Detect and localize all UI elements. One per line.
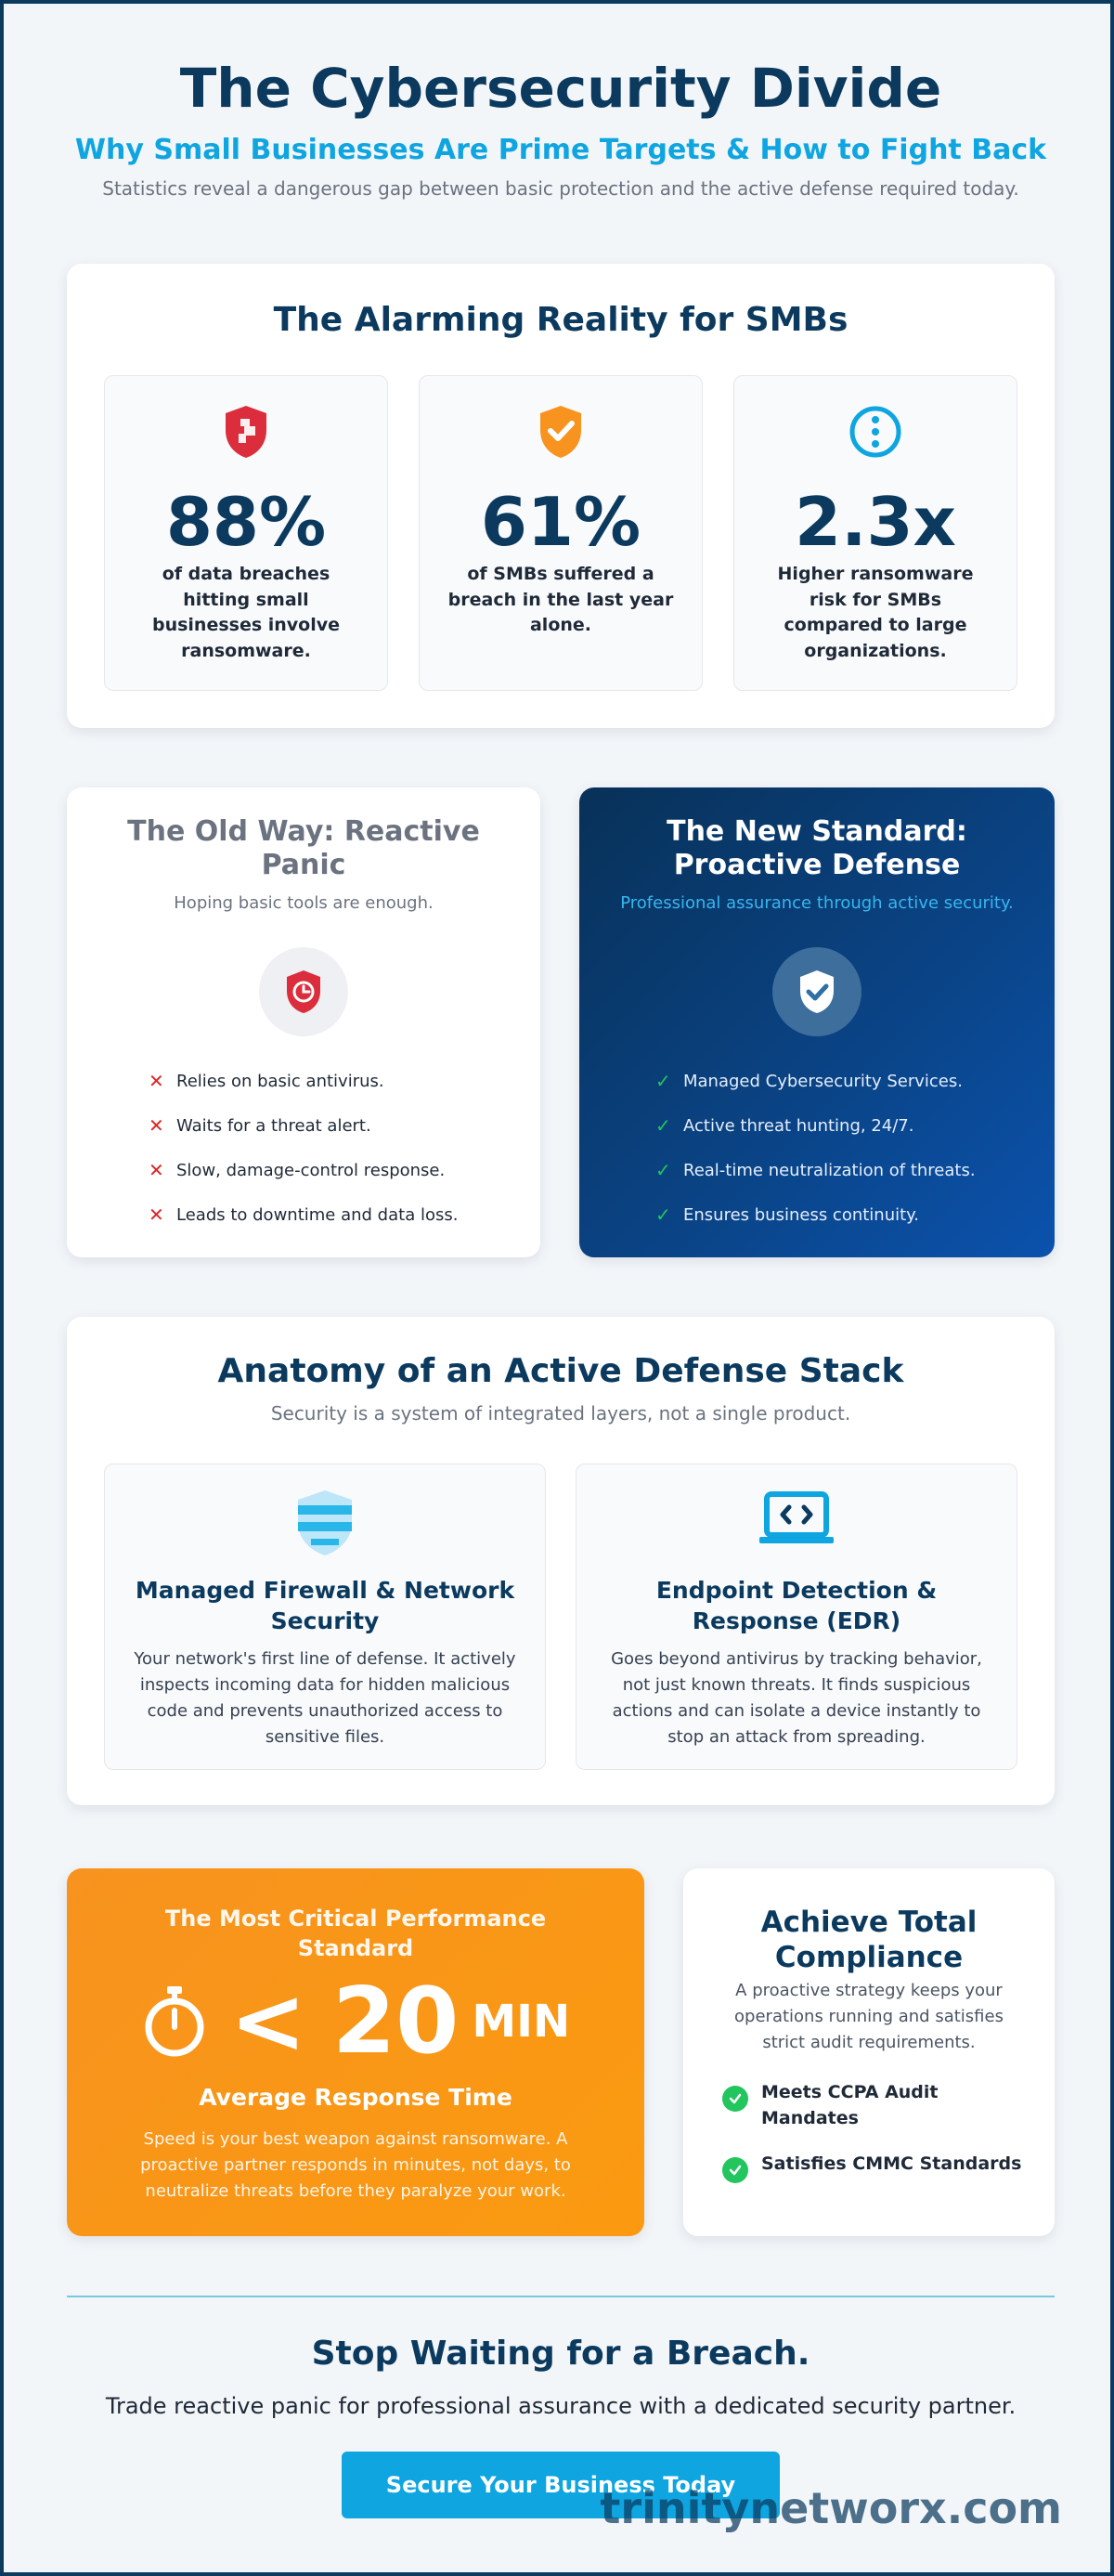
check-icon: ✓ [655,1114,671,1137]
cross-icon: ✕ [149,1114,164,1137]
reality-title: The Alarming Reality for SMBs [273,301,848,339]
compliance-description: A proactive strategy keeps your operatio… [734,1981,1004,2052]
cta-description: Trade reactive panic for professional as… [105,2393,1017,2419]
response-time-value: 20 [331,1969,460,2075]
shield-alert-icon [226,406,266,458]
check-icon: ✓ [655,1070,671,1092]
check-icon: ✓ [655,1203,671,1226]
compliance-list: Meets CCPA Audit Mandates Satisfies CMMC… [722,2080,1036,2204]
info-circle-icon [849,406,901,458]
stat-value: 2.3x [795,483,956,561]
new-way-list: ✓Managed Cybersecurity Services. ✓Active… [655,1059,1036,1237]
stat-value: 61% [480,483,641,561]
comparator-symbol: < [229,1969,306,2075]
stat-card: 2.3x Higher ransomware risk for SMBs com… [733,375,1017,691]
response-time-description: Speed is your best weapon against ransom… [140,2129,571,2201]
cta-title: Stop Waiting for a Breach. [311,2335,810,2373]
compliance-card: Achieve Total Compliance A proactive str… [683,1868,1055,2236]
old-way-subtitle: Hoping basic tools are enough. [174,893,434,913]
cross-icon: ✕ [149,1159,164,1181]
response-time-label: Average Response Time [199,2084,512,2111]
list-item: Meets CCPA Audit Mandates [722,2080,1036,2131]
compliance-title: Achieve Total Compliance [760,1906,978,1974]
stopwatch-icon [145,1986,204,2057]
check-circle-icon [722,2157,748,2184]
page-subtitle: Why Small Businesses Are Prime Targets &… [74,133,1047,166]
anatomy-subtitle: Security is a system of integrated layer… [270,1402,851,1425]
section-divider [67,2296,1055,2297]
new-way-card: The New Standard: Proactive Defense Prof… [579,787,1055,1257]
list-item: ✕Leads to downtime and data loss. [149,1203,459,1226]
old-way-card: The Old Way: Reactive Panic Hoping basic… [67,787,540,1257]
list-item: ✓Ensures business continuity. [655,1203,919,1226]
old-way-list: ✕Relies on basic antivirus. ✕Waits for a… [149,1059,522,1237]
list-item: ✓Managed Cybersecurity Services. [655,1070,963,1092]
old-way-badge [259,947,348,1036]
shield-check-icon [540,406,581,458]
old-way-title: The Old Way: Reactive Panic [127,815,480,881]
layer-card: Managed Firewall & Network Security Your… [104,1464,546,1770]
response-time-title: The Most Critical Performance Standard [164,1906,547,1962]
anatomy-section: Anatomy of an Active Defense Stack Secur… [67,1317,1055,1805]
watermark: trinitynetworx.com [600,2483,1062,2533]
firewall-icon [298,1490,352,1555]
stat-card: 61% of SMBs suffered a breach in the las… [419,375,703,691]
layer-description: Your network's first line of defense. It… [134,1649,516,1747]
list-item: ✓Active threat hunting, 24/7. [655,1114,914,1137]
stat-card: 88% of data breaches hitting small busin… [104,375,388,691]
list-item: ✓Real-time neutralization of threats. [655,1159,976,1181]
response-time-card: The Most Critical Performance Standard <… [67,1868,644,2236]
clock-shield-icon [287,970,320,1013]
page-tagline: Statistics reveal a dangerous gap betwee… [102,176,1019,200]
secure-business-button[interactable]: Secure Your Business Today [342,2452,780,2518]
cross-icon: ✕ [149,1070,164,1092]
cta-section: Stop Waiting for a Breach. Trade reactiv… [4,2335,1114,2419]
list-item: ✕Relies on basic antivirus. [149,1070,384,1092]
list-item: ✕Slow, damage-control response. [149,1159,446,1181]
stat-label: Higher ransomware risk for SMBs compared… [777,564,974,661]
new-way-title: The New Standard: Proactive Defense [667,815,967,881]
header: The Cybersecurity Divide Why Small Busin… [4,59,1114,200]
check-circle-icon [722,2086,748,2112]
layer-description: Goes beyond antivirus by tracking behavi… [611,1649,982,1747]
stat-label: of SMBs suffered a breach in the last ye… [447,564,674,636]
list-item: Satisfies CMMC Standards [722,2152,1036,2184]
laptop-code-icon [759,1491,834,1543]
new-way-badge [772,947,861,1036]
page-title: The Cybersecurity Divide [179,57,942,120]
new-way-subtitle: Professional assurance through active se… [620,893,1014,913]
reality-section: The Alarming Reality for SMBs 88% of dat… [67,264,1055,728]
response-time-unit: MIN [472,1996,571,2048]
check-icon: ✓ [655,1159,671,1181]
layer-title: Endpoint Detection & Response (EDR) [655,1577,938,1634]
layer-title: Managed Firewall & Network Security [135,1577,515,1634]
anatomy-title: Anatomy of an Active Defense Stack [217,1352,904,1390]
layer-card: Endpoint Detection & Response (EDR) Goes… [576,1464,1017,1770]
shield-check-icon [800,970,834,1013]
stat-value: 88% [165,483,327,561]
list-item: ✕Waits for a threat alert. [149,1114,371,1137]
response-time-metric: < 20 MIN [67,1976,644,2067]
cross-icon: ✕ [149,1203,164,1226]
stat-label: of data breaches hitting small businesse… [151,564,341,661]
